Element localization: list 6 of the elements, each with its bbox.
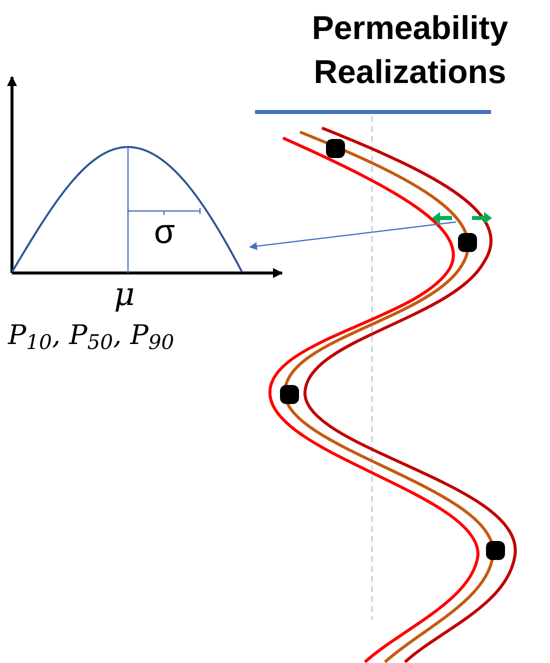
arrow [249, 221, 456, 250]
percentile-labels: P$_{10}$, P$_{50}$, P$_{90}$ [8, 322, 174, 349]
double-arrow [430, 210, 494, 226]
title: Permeability Realizations [310, 8, 510, 92]
mean-symbol: μ [114, 278, 135, 310]
sigma-symbol: σ [154, 215, 175, 249]
